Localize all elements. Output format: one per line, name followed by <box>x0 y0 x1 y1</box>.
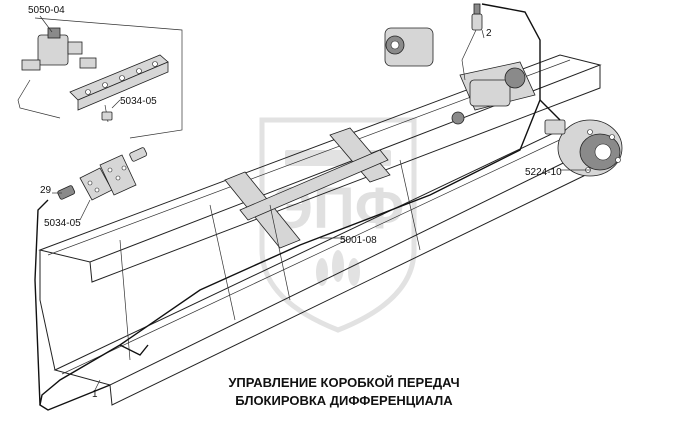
connector-bar-icon <box>69 54 169 111</box>
caption-line-1: УПРАВЛЕНИЕ КОРОБКОЙ ПЕРЕДАЧ <box>228 375 459 390</box>
gearbox-assembly <box>384 27 536 125</box>
connector-block-icon <box>79 154 137 201</box>
sensor-group <box>57 147 148 201</box>
callout-5050-04: 5050-04 <box>28 5 65 16</box>
pressure-sensor-icon <box>57 147 148 200</box>
caption-line-2: БЛОКИРОВКА ДИФФЕРЕНЦИАЛА <box>235 393 453 408</box>
rear-axle-differential <box>544 119 623 177</box>
callout-5034-05-bottom: 5034-05 <box>44 218 81 229</box>
callout-1: 1 <box>92 389 98 400</box>
callout-5034-05-top: 5034-05 <box>120 96 157 107</box>
callout-5001-08: 5001-08 <box>340 235 377 246</box>
callout-2: 2 <box>486 28 492 39</box>
callout-29: 29 <box>40 185 52 196</box>
switch-sensor-2-icon <box>471 3 483 31</box>
callout-5224-10: 5224-10 <box>525 167 562 178</box>
valve-assembly-box <box>17 17 183 139</box>
pneumatic-valve-icon <box>21 27 97 71</box>
wiring-harness <box>34 3 561 411</box>
watermark-wheat-icon <box>316 250 360 286</box>
callout-leaders <box>39 15 590 391</box>
